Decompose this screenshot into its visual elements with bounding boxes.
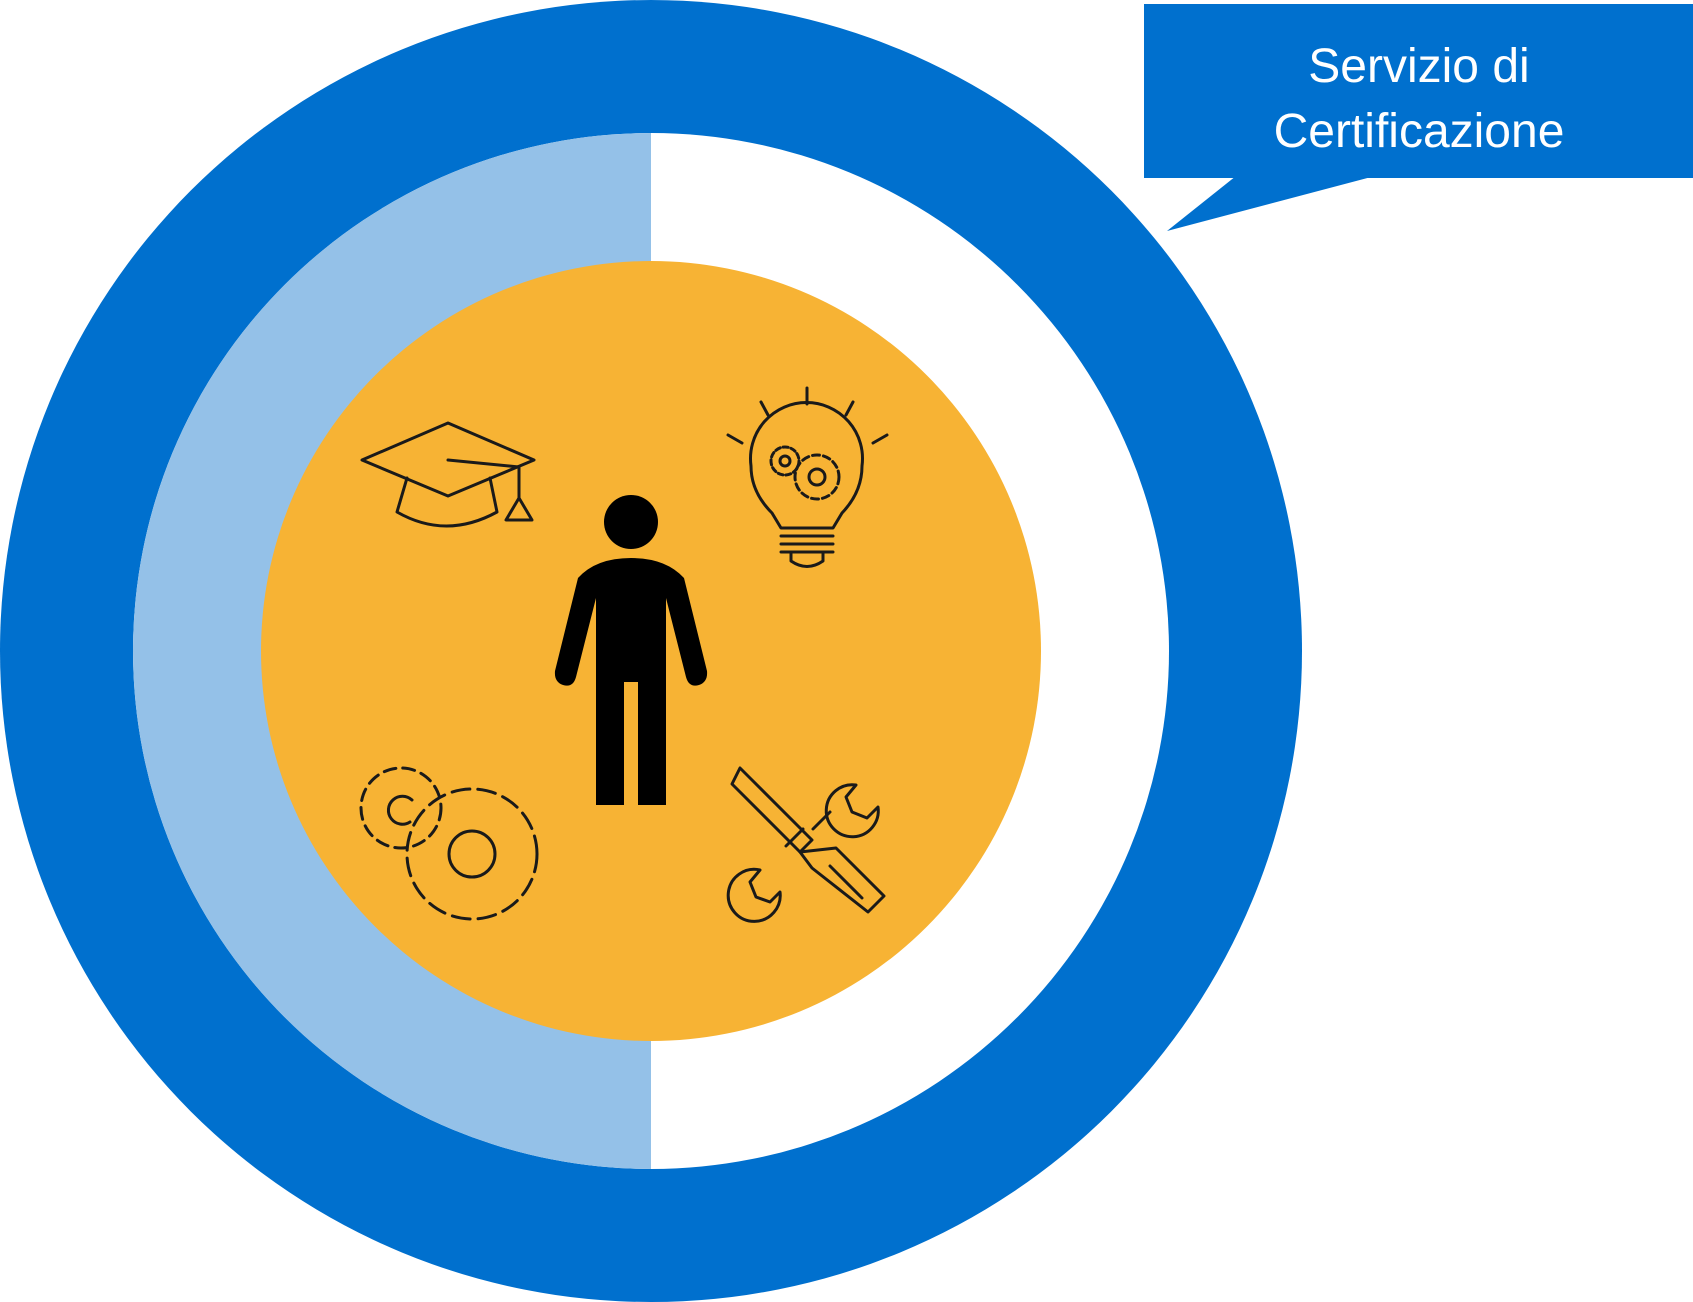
wrench-screwdriver-icon — [726, 766, 886, 923]
callout-line-1: Servizio di — [1308, 40, 1529, 93]
certification-callout: Servizio di Certificazione — [1144, 4, 1693, 231]
callout-pointer — [1167, 176, 1375, 231]
callout-box — [1144, 4, 1693, 178]
person-icon — [554, 495, 708, 805]
graduation-cap-icon — [360, 421, 536, 528]
gears-icon — [359, 766, 539, 921]
lightbulb-gears-icon — [726, 386, 889, 568]
callout-line-2: Certificazione — [1274, 105, 1565, 158]
